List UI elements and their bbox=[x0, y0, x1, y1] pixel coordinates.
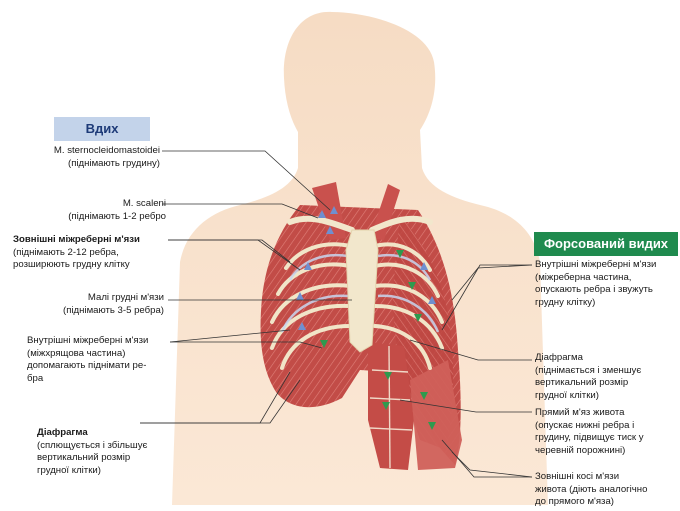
label-internal-intercostals-interosseous: Внутрішні міжреберні м'язи (міжреберна ч… bbox=[535, 259, 656, 309]
label-diaphragm-exhale: Діафрагма (піднімається і зменшує вертик… bbox=[535, 352, 641, 402]
label-internal-intercostals-interchondral: Внутрішні міжреберні м'язи (міжхрящова ч… bbox=[27, 335, 148, 385]
label-diaphragm-inhale: Діафрагма (сплющується і збільшує вертик… bbox=[37, 427, 147, 477]
label-scaleni: M. scaleni (піднімають 1-2 ребро bbox=[68, 198, 166, 223]
inhale-header: Вдих bbox=[54, 117, 150, 141]
label-sternocleidomastoid: M. sternocleidomastoidei (піднімають гру… bbox=[54, 145, 160, 170]
forced-exhale-header: Форсований видих bbox=[534, 232, 678, 256]
label-external-obliques: Зовнішні косі м'язи живота (діють аналог… bbox=[535, 471, 647, 509]
label-pectoralis-minor: Малі грудні м'язи (піднімають 3-5 ребра) bbox=[63, 292, 164, 317]
label-external-intercostals: Зовнішні міжреберні м'язи (піднімають 2-… bbox=[13, 234, 140, 272]
sternum bbox=[346, 230, 378, 352]
label-rectus-abdominis: Прямий м'яз живота (опускає нижні ребра … bbox=[535, 407, 644, 457]
